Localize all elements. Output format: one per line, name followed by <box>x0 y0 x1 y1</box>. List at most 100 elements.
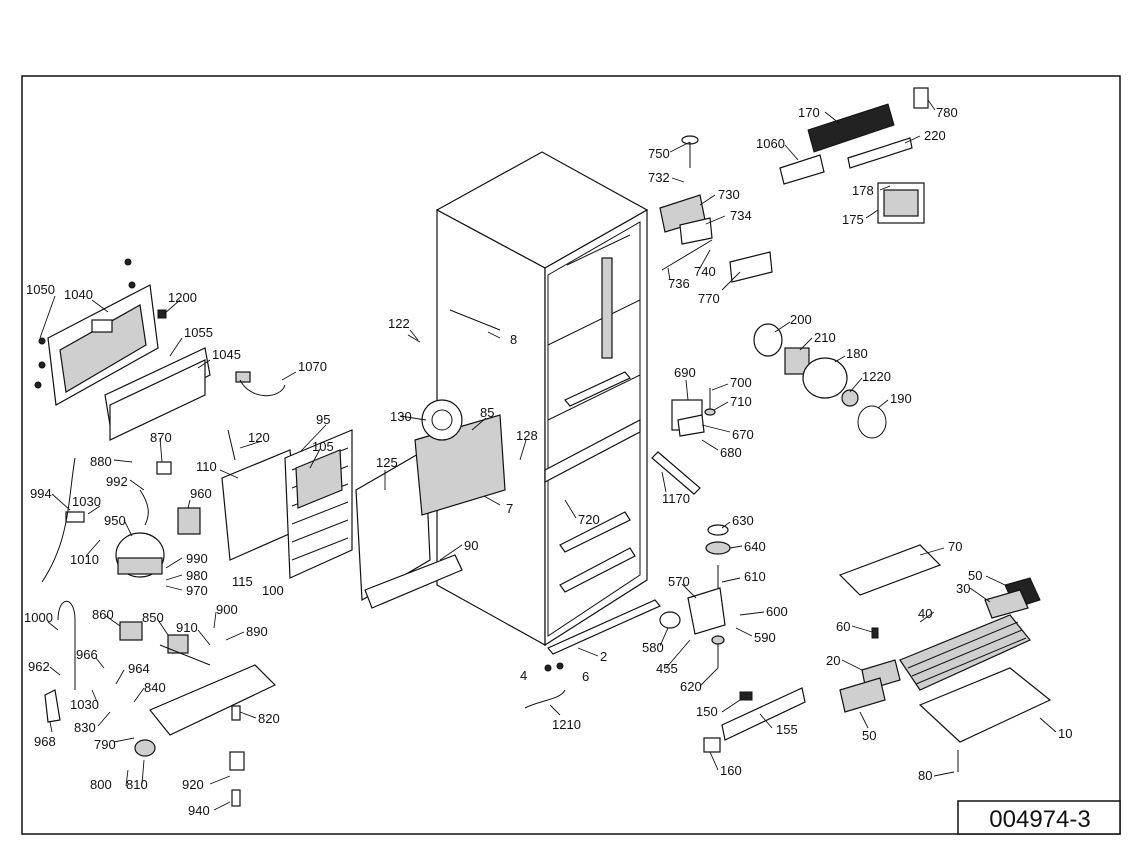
callout-620: 620 <box>680 679 702 694</box>
callout-920: 920 <box>182 777 204 792</box>
document-id-box: 004974-3 <box>957 800 1121 835</box>
callout-180: 180 <box>846 346 868 361</box>
callout-994: 994 <box>30 486 52 501</box>
callout-630: 630 <box>732 513 754 528</box>
callout-115: 115 <box>232 574 253 589</box>
callout-992: 992 <box>106 474 128 489</box>
rear-cover-assembly <box>47 284 286 441</box>
callout-680: 680 <box>720 445 742 460</box>
document-id: 004974-3 <box>989 806 1090 833</box>
callout-736: 736 <box>668 276 690 291</box>
callout-90: 90 <box>464 538 478 553</box>
callout-2: 2 <box>600 649 607 664</box>
top-hinge-parts <box>659 135 773 283</box>
callout-8: 8 <box>510 332 517 347</box>
callout-1220: 1220 <box>862 369 891 384</box>
callout-940: 940 <box>188 803 210 818</box>
callout-122: 122 <box>388 316 410 331</box>
callout-30: 30 <box>956 581 970 596</box>
callout-840: 840 <box>144 680 166 695</box>
callout-820: 820 <box>258 711 280 726</box>
callout-700: 700 <box>730 375 752 390</box>
dispenser-parts-left <box>44 600 277 807</box>
callout-730: 730 <box>718 187 740 202</box>
callout-770: 770 <box>698 291 720 306</box>
callout-50b: 50 <box>862 728 876 743</box>
callout-60: 60 <box>836 619 850 634</box>
callout-200: 200 <box>790 312 812 327</box>
callout-710: 710 <box>730 394 752 409</box>
callout-830: 830 <box>74 720 96 735</box>
callout-750: 750 <box>648 146 670 161</box>
callout-800: 800 <box>90 777 112 792</box>
callout-10: 10 <box>1058 726 1072 741</box>
diagram-frame <box>21 75 1121 835</box>
callout-880: 880 <box>90 454 112 469</box>
callout-968: 968 <box>34 734 56 749</box>
callout-740: 740 <box>694 264 716 279</box>
callout-6: 6 <box>582 669 589 684</box>
callout-220: 220 <box>924 128 946 143</box>
callout-964: 964 <box>128 661 150 676</box>
callout-1070: 1070 <box>298 359 327 374</box>
callout-labels: 1050 1040 1200 1055 1045 1070 870 880 99… <box>24 105 1072 818</box>
callout-1010: 1010 <box>70 552 99 567</box>
callout-178: 178 <box>852 183 874 198</box>
callout-175: 175 <box>842 212 864 227</box>
callout-720: 720 <box>578 512 600 527</box>
cabinet-body <box>435 151 649 647</box>
callout-990: 990 <box>186 551 208 566</box>
callout-120: 120 <box>248 430 270 445</box>
middle-hinge-parts <box>651 388 716 495</box>
callout-1045: 1045 <box>212 347 241 362</box>
callout-1055: 1055 <box>184 325 213 340</box>
callout-690: 690 <box>674 365 696 380</box>
callout-95: 95 <box>316 412 330 427</box>
bottom-hinge-parts <box>659 524 731 668</box>
callout-1210: 1210 <box>552 717 581 732</box>
callout-155: 155 <box>776 722 798 737</box>
callout-860: 860 <box>92 607 114 622</box>
leader-lines <box>39 99 1057 811</box>
callout-110: 110 <box>196 459 217 474</box>
callout-610: 610 <box>744 569 766 584</box>
callout-85: 85 <box>480 405 494 420</box>
callout-20: 20 <box>826 653 840 668</box>
callout-128: 128 <box>516 428 538 443</box>
evaporator-assembly <box>838 544 1052 772</box>
callout-150: 150 <box>696 704 718 719</box>
callout-160: 160 <box>720 763 742 778</box>
callout-732: 732 <box>648 170 670 185</box>
callout-850: 850 <box>142 610 164 625</box>
callout-966: 966 <box>76 647 98 662</box>
callout-1030b: 1030 <box>70 697 99 712</box>
callout-170: 170 <box>798 105 820 120</box>
callout-1040: 1040 <box>64 287 93 302</box>
callout-900: 900 <box>216 602 238 617</box>
callout-910: 910 <box>176 620 198 635</box>
callout-890: 890 <box>246 624 268 639</box>
callout-40: 40 <box>918 606 932 621</box>
callout-780: 780 <box>936 105 958 120</box>
callout-50: 50 <box>968 568 982 583</box>
callout-1030: 1030 <box>72 494 101 509</box>
callout-70: 70 <box>948 539 962 554</box>
screws-left <box>34 258 167 389</box>
callout-810: 810 <box>126 777 148 792</box>
callout-1200: 1200 <box>168 290 197 305</box>
control-housing <box>779 87 929 224</box>
callout-734: 734 <box>730 208 752 223</box>
callout-80: 80 <box>918 768 932 783</box>
callout-100: 100 <box>262 583 284 598</box>
callout-640: 640 <box>744 539 766 554</box>
callout-670: 670 <box>732 427 754 442</box>
callout-590: 590 <box>754 630 776 645</box>
callout-1050: 1050 <box>26 282 55 297</box>
callout-962: 962 <box>28 659 50 674</box>
callout-600: 600 <box>766 604 788 619</box>
callout-125: 125 <box>376 455 398 470</box>
compressor <box>41 457 201 583</box>
callout-970: 970 <box>186 583 208 598</box>
callout-950: 950 <box>104 513 126 528</box>
